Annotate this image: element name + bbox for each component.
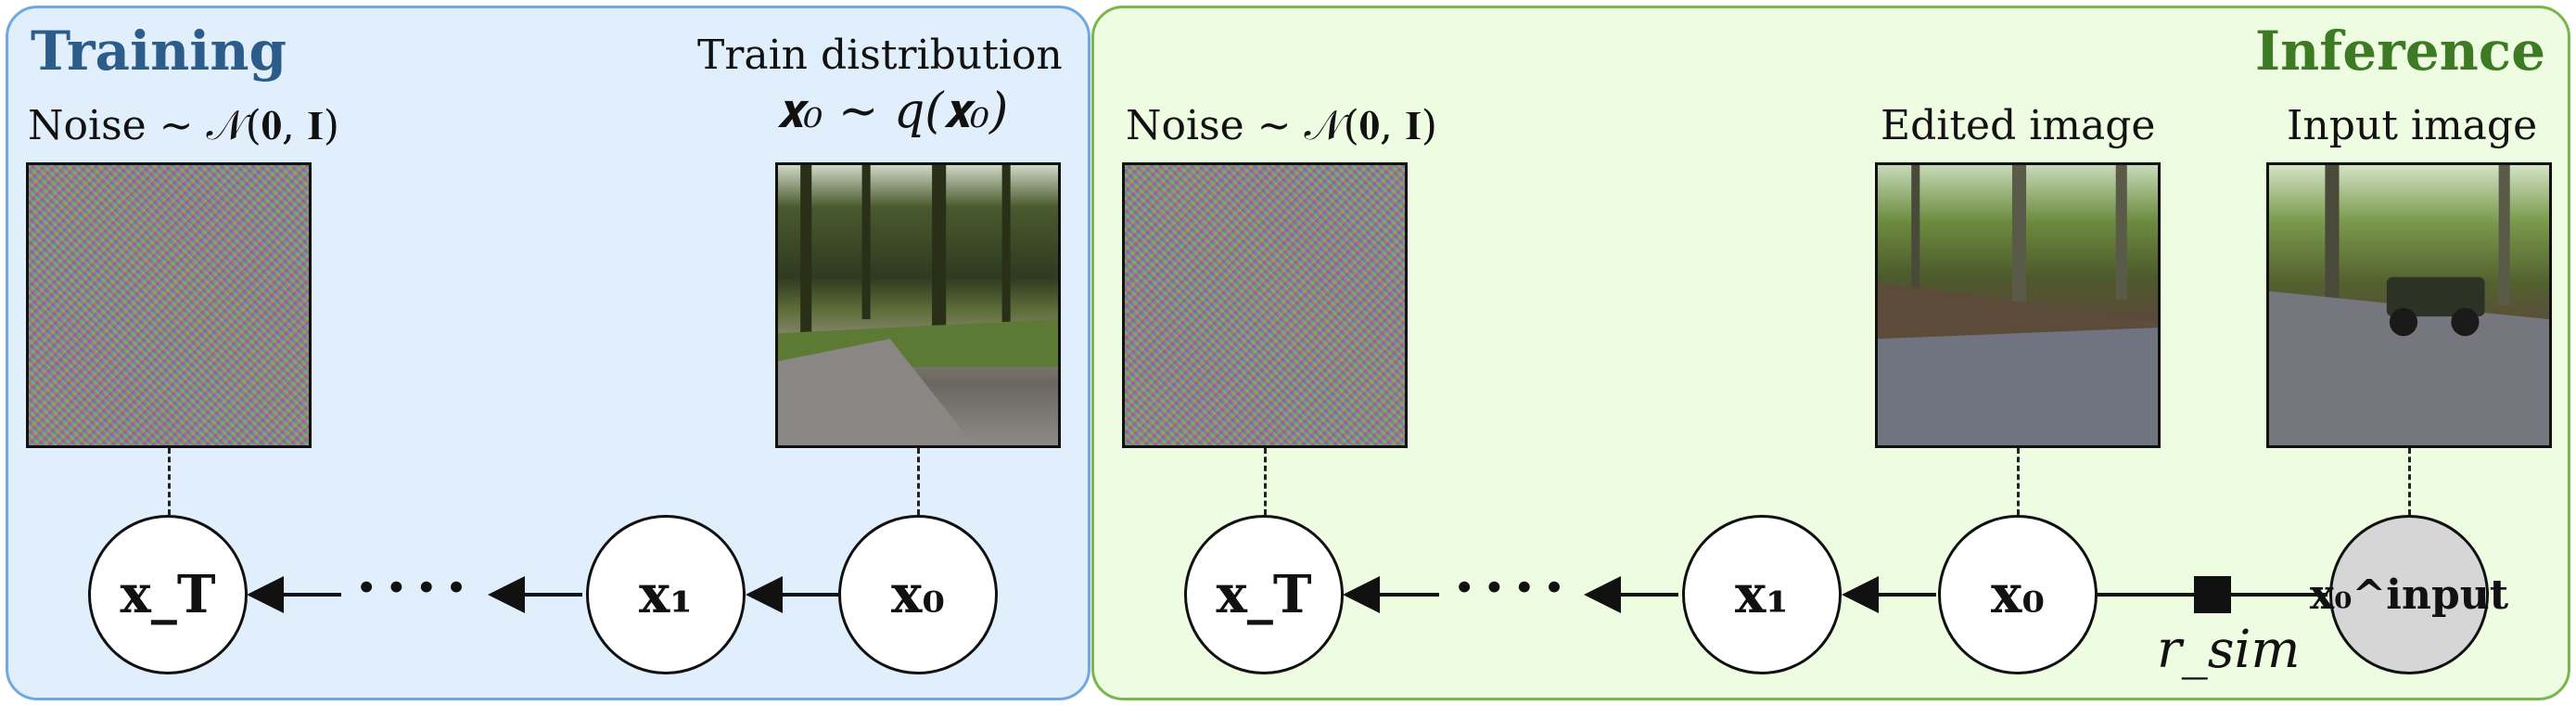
inference-node-x0: 𝐱₀	[1938, 515, 2098, 674]
training-node-xT: 𝐱_T	[88, 515, 248, 674]
inference-node-x0-input: 𝐱₀^input	[2310, 515, 2508, 674]
connector-noise-xT-train	[168, 448, 171, 515]
input-forest-photo	[2269, 165, 2549, 445]
edited-image-label: Edited image	[1881, 102, 2156, 149]
edited-image	[1875, 162, 2161, 448]
input-image	[2266, 162, 2552, 448]
inference-noise-label: Noise ∼ 𝒩(𝟎, 𝐈)	[1126, 102, 1437, 149]
forest-path-photo	[778, 165, 1058, 445]
factor-node	[2194, 576, 2231, 613]
inference-node-xT: 𝐱_T	[1184, 515, 1344, 674]
inference-noise-image	[1122, 162, 1408, 448]
training-node-x0: 𝐱₀	[838, 515, 998, 674]
connector-noise-xT-inf	[1264, 448, 1267, 515]
vehicle-shape	[2386, 276, 2485, 317]
training-dots: ····	[356, 553, 477, 623]
training-title: Training	[31, 19, 287, 83]
training-sample-image	[775, 162, 1061, 448]
connector-edited-x0-inf	[2017, 448, 2020, 515]
connector-sample-x0-train	[917, 448, 920, 515]
training-distribution-label: Train distribution	[697, 32, 1063, 79]
training-noise-image	[26, 162, 312, 448]
edited-forest-photo	[1878, 165, 2158, 445]
inference-dots: ····	[1454, 553, 1575, 623]
training-node-x1: 𝐱₁	[586, 515, 746, 674]
training-noise-label: Noise ∼ 𝒩(𝟎, 𝐈)	[28, 102, 339, 149]
inference-node-x1: 𝐱₁	[1682, 515, 1842, 674]
input-image-label: Input image	[2287, 102, 2538, 149]
connector-input-x0-inf	[2408, 448, 2411, 515]
training-distribution-formula: 𝐱₀ ∼ 𝑞(𝐱₀)	[777, 83, 1009, 139]
factor-label: r_sim	[2157, 620, 2301, 680]
inference-title: Inference	[2255, 19, 2545, 83]
